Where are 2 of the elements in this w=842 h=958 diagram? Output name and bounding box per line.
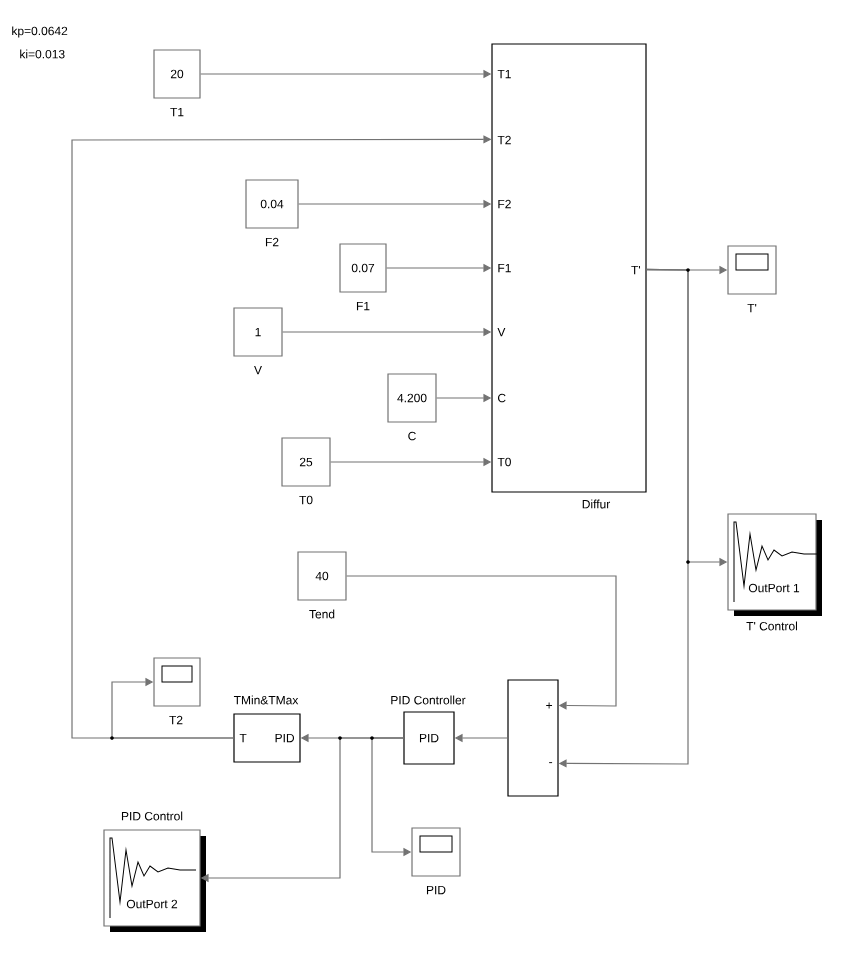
arrow	[111, 677, 234, 739]
arrow	[346, 575, 617, 710]
